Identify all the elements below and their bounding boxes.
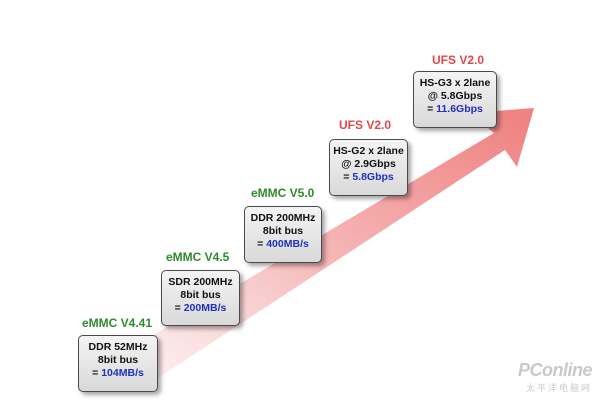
result-prefix: = [257,238,267,250]
stage-label-ufs-2-0-g2: UFS V2.0 [339,118,392,132]
stage-line2: 8bit bus [180,289,221,301]
stage-line1: HS-G3 x 2lane [419,77,491,89]
stage-line1: HS-G2 x 2lane [333,145,404,157]
stage-result-line: = 11.6Gbps [414,103,496,116]
stage-line2: @ 5.8Gbps [427,90,483,102]
stage-result-line: = 200MB/s [162,302,239,315]
stage-box-emmc-4-5: SDR 200MHz 8bit bus = 200MB/s [161,270,240,326]
stage-line2: 8bit bus [97,354,139,366]
result-value: 5.8Gbps [352,171,394,183]
result-value: 400MB/s [266,238,309,250]
result-value: 200MB/s [183,302,227,314]
stage-box-emmc-5-0: DDR 200MHz 8bit bus = 400MB/s [244,206,322,263]
watermark-subtext: 太平洋电脑网 [525,383,592,393]
pconline-watermark: PConline 太平洋电脑网 [517,360,593,394]
stage-box-ufs-2-0-g2: HS-G2 x 2lane @ 2.9Gbps = 5.8Gbps [329,139,408,196]
stage-line1: DDR 52MHz [88,341,148,353]
stage-box-emmc-4-41: DDR 52MHz 8bit bus = 104MB/s [78,335,158,392]
watermark-logo-text: PConline [517,360,593,380]
stage-label-emmc-5-0: eMMC V5.0 [251,186,315,200]
result-prefix: = [427,103,437,115]
result-prefix: = [174,302,184,314]
stage-line1: SDR 200MHz [168,276,233,288]
stage-result-line: = 104MB/s [79,367,157,380]
result-value: 104MB/s [101,367,144,379]
stage-result-line: = 400MB/s [245,238,321,251]
stage-label-ufs-2-0-g3: UFS V2.0 [432,53,485,67]
stage-box-ufs-2-0-g3: HS-G3 x 2lane @ 5.8Gbps = 11.6Gbps [413,71,497,128]
stage-label-emmc-4-5: eMMC V4.5 [166,250,230,264]
stage-line1: DDR 200MHz [250,212,316,224]
stage-result-line: = 5.8Gbps [330,171,407,184]
result-value: 11.6Gbps [436,103,483,115]
result-prefix: = [92,367,102,379]
stage-label-emmc-4-41: eMMC V4.41 [82,316,153,330]
stage-line2: @ 2.9Gbps [341,158,396,170]
stage-line2: 8bit bus [262,225,304,237]
result-prefix: = [343,171,353,183]
